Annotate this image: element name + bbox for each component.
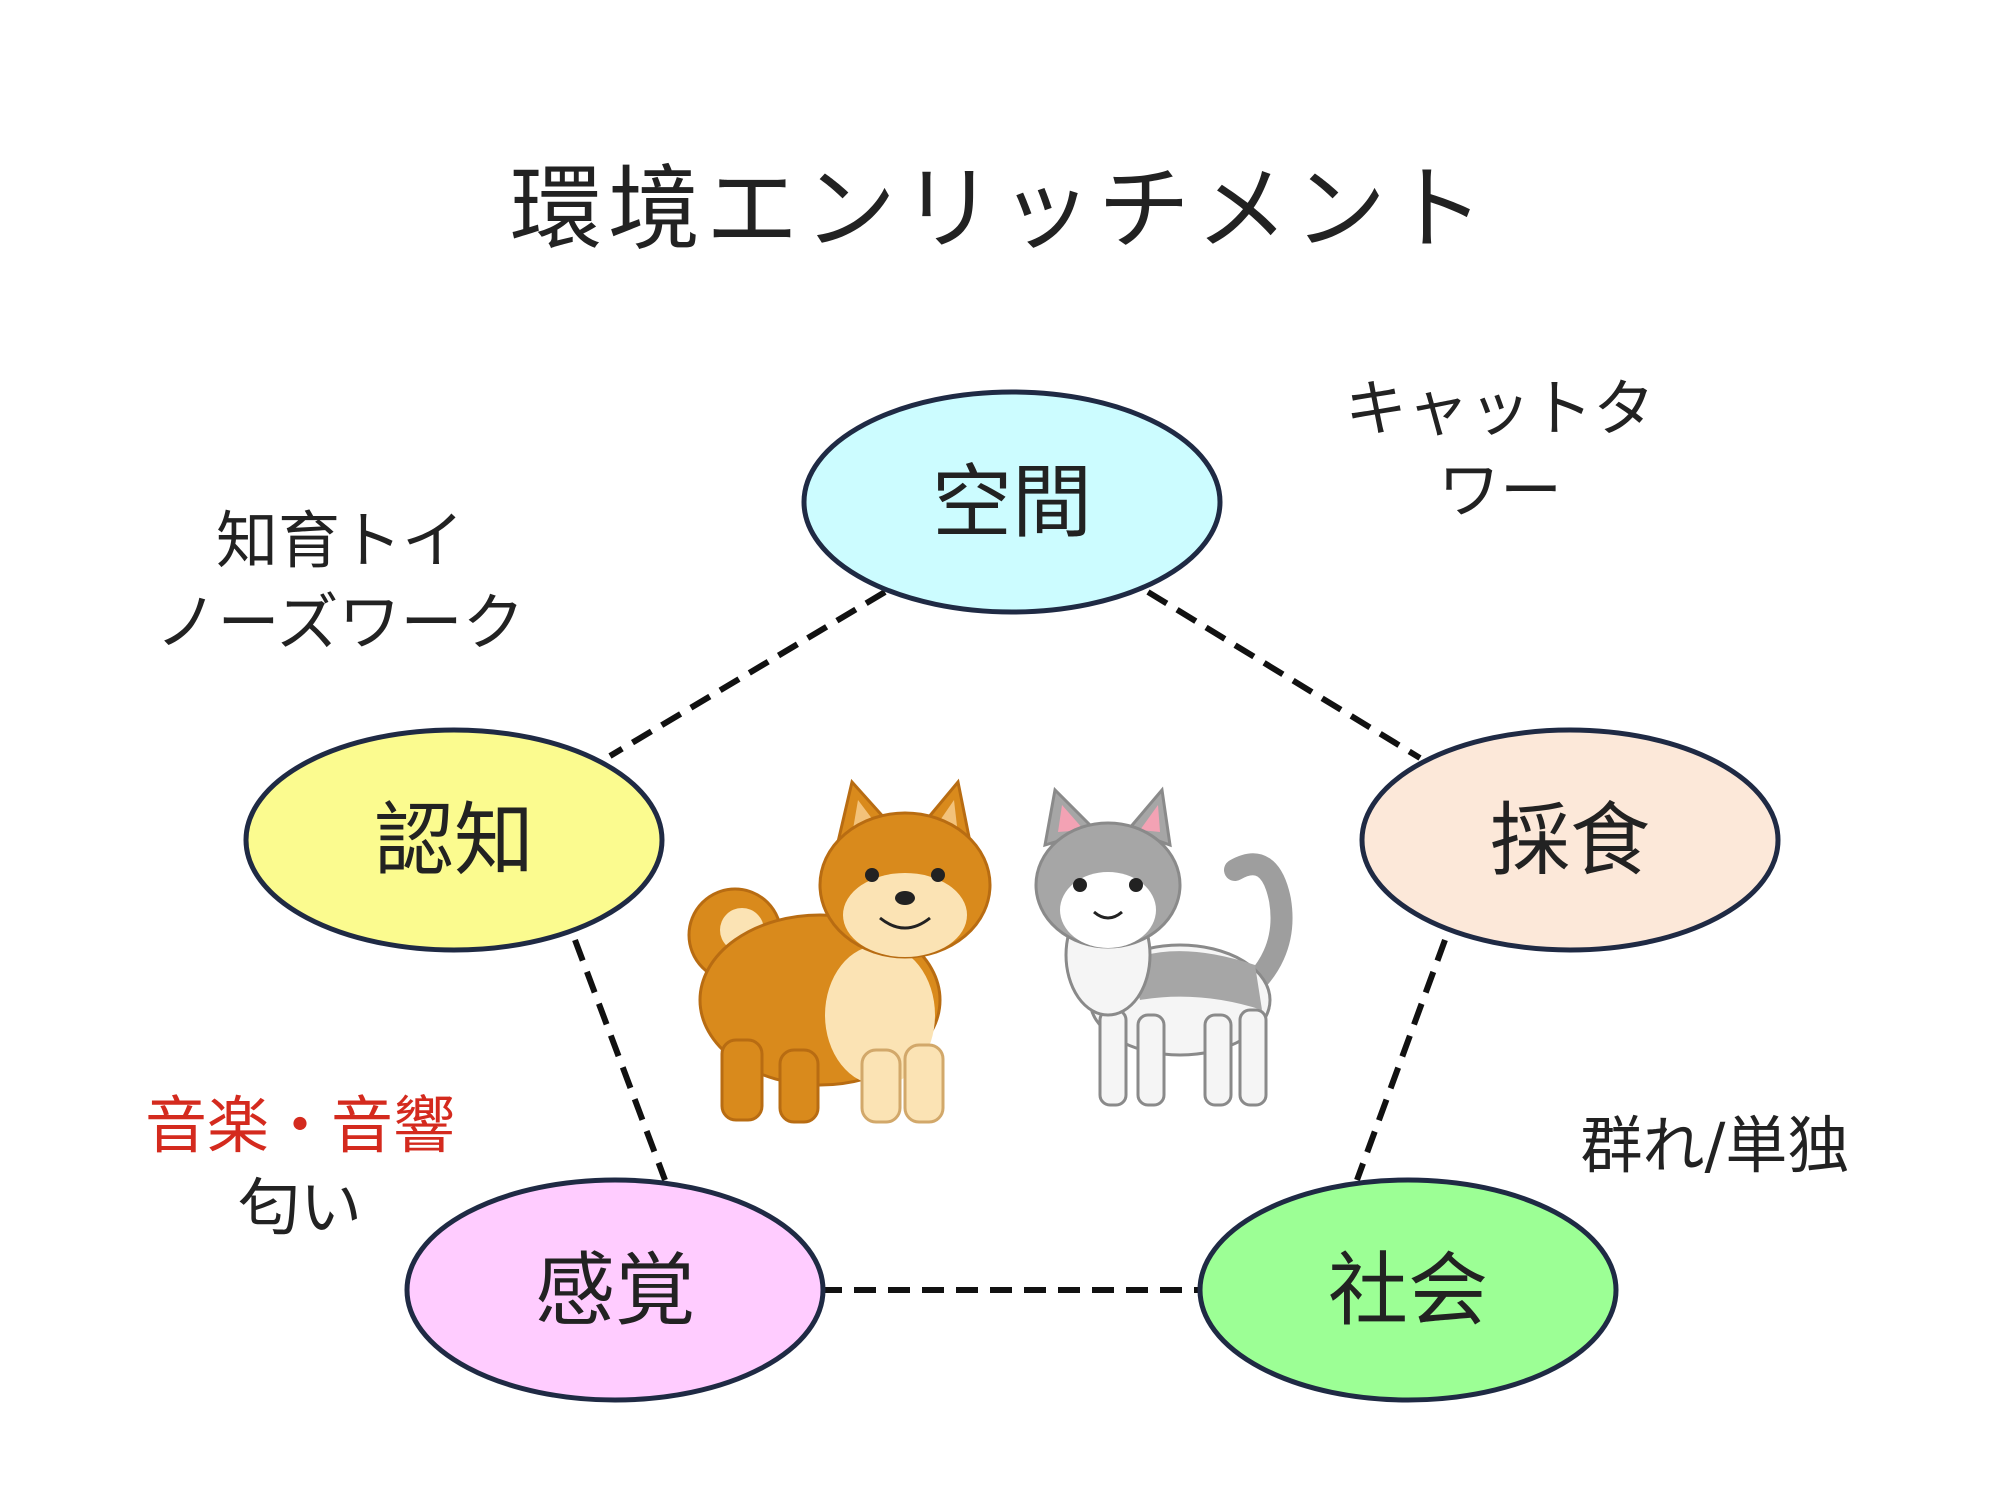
note-social: 群れ/単独 [1550,1105,1880,1187]
node-space-shape [801,389,1223,615]
node-social: 社会 [1197,1177,1619,1403]
node-sense: 感覚 [404,1177,826,1403]
connectors [572,589,1448,1293]
node-cognition: 認知 [243,727,665,953]
node-social-shape [1197,1177,1619,1403]
node-cognition-label: 認知 [374,794,534,887]
node-foraging-label: 採食 [1490,794,1650,887]
node-social-label: 社会 [1328,1244,1488,1337]
note-sense-line-1: 音楽・音響 [144,1089,455,1162]
edge-foraging-social [1354,938,1448,1182]
note-cognition-line-2: ノーズワーク [155,586,525,659]
edge-space-foraging [1146,589,1422,761]
node-sense-label: 感覚 [535,1244,695,1337]
node-foraging: 採食 [1359,727,1781,953]
edge-cognition-sense [572,938,668,1182]
node-cognition-shape [243,727,665,953]
note-space: キャットタ ワー [1320,368,1680,532]
edge-space-cognition [608,589,887,759]
note-space-line-1: キャットタ [1344,372,1655,445]
note-cognition-line-1: 知育トイ [215,504,464,577]
node-space: 空間 [801,389,1223,615]
cat-illustration [1034,786,1293,1107]
note-social-line-1: 群れ/単独 [1580,1109,1850,1182]
node-space-label: 空間 [932,456,1092,549]
node-sense-shape [404,1177,826,1403]
page-title: 環境エンリッチメント [509,156,1490,263]
note-sense-line-2: 匂い [237,1171,362,1244]
dog-illustration [687,778,992,1124]
note-space-line-2: ワー [1437,454,1562,527]
note-cognition: 知育トイ ノーズワーク [120,500,560,664]
note-sense: 音楽・音響 匂い [110,1085,490,1249]
node-foraging-shape [1359,727,1781,953]
